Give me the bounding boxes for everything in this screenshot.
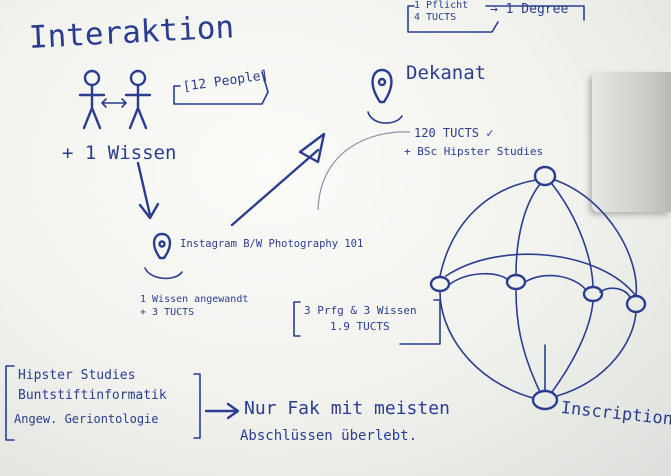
dekanat-label: Dekanat	[406, 62, 487, 84]
conclusion-line-1: Nur Fak mit meisten	[244, 398, 450, 419]
stick-figure-left	[78, 69, 106, 130]
instagram-info-line-1: 1 Wissen angewandt	[140, 294, 249, 305]
course-network-diagram	[429, 165, 647, 411]
degree-note: → 1 Degree	[490, 2, 569, 17]
location-pin-icon	[144, 232, 183, 280]
instagram-info-line-2: + 3 TUCTS	[140, 307, 195, 318]
hipster-list-item-2: Buntstiftinformatik	[18, 388, 167, 403]
left-bracket	[5, 365, 15, 441]
location-pin-icon	[367, 68, 403, 124]
interaction-arrows-icon	[101, 98, 127, 108]
prereq-line-1: 3 Prfg & 3 Wissen	[304, 304, 417, 317]
arrow-up-right-icon	[230, 132, 326, 227]
top-bracket	[407, 5, 499, 33]
people-bracket	[173, 71, 269, 105]
whiteboard-eraser	[592, 72, 671, 212]
arrow-down-icon	[136, 161, 160, 220]
right-bracket	[193, 373, 201, 439]
hipster-list-item-3: Angew. Geriontologie	[14, 412, 159, 426]
degree-bracket	[485, 5, 585, 21]
top-note-line-2: 4 TUCTS	[414, 12, 457, 23]
instagram-label: Instagram B/W Photography 101	[180, 238, 364, 250]
stick-figure-right	[124, 69, 152, 130]
prereq-bracket	[293, 299, 441, 345]
dekanat-info-line-2: + BSc Hipster Studies	[404, 145, 544, 158]
conclusion-line-2: Abschlüssen überlebt.	[240, 428, 418, 444]
wissen-note: + 1 Wissen	[62, 142, 177, 164]
top-note-line-1: 1 Pflicht	[414, 0, 469, 11]
hipster-list-item-1: Hipster Studies	[18, 368, 136, 383]
arrow-right-icon	[204, 402, 240, 420]
dekanat-info-line-1: 120 TUCTS ✓	[414, 126, 494, 140]
prereq-line-2: 1.9 TUCTS	[330, 320, 390, 333]
